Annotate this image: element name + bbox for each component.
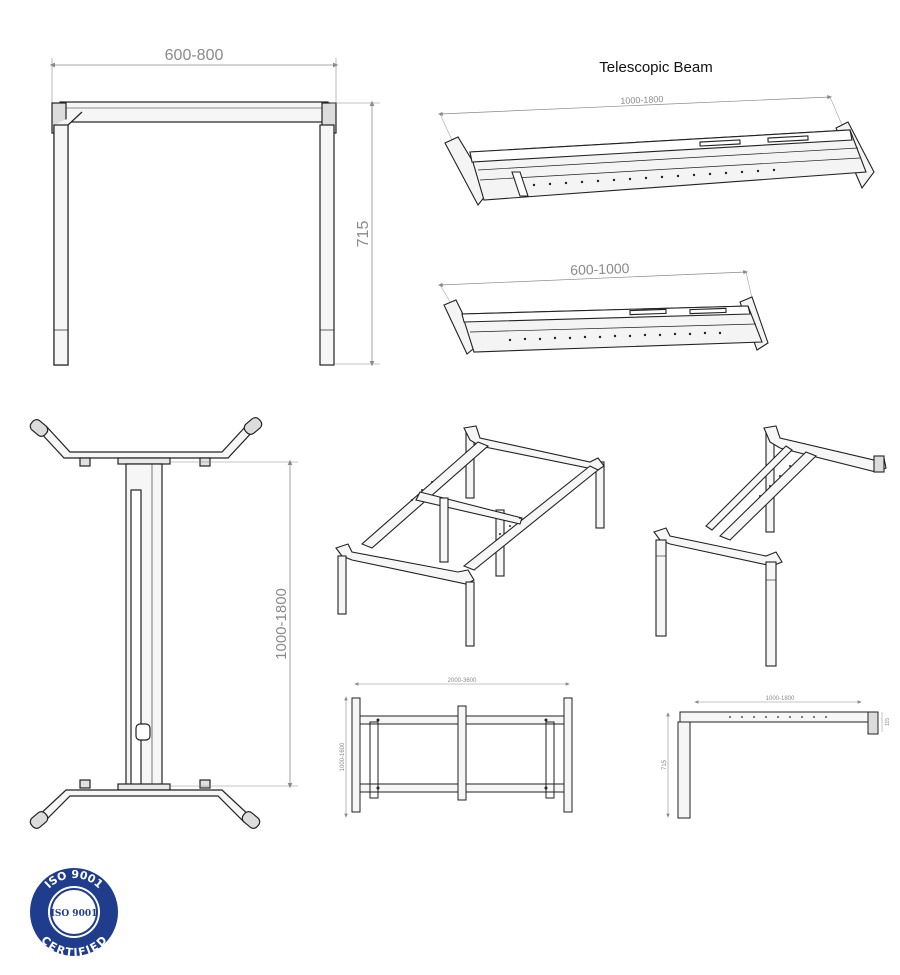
front-height-label: 715 xyxy=(355,221,372,248)
iso-certification-seal: ISO 9001 CERTIFIED ISO 9001 xyxy=(30,868,118,959)
side-bottom-foot xyxy=(34,789,254,823)
top-width-label: 2000-3600 xyxy=(448,678,477,684)
long-beam-label: 1000-1800 xyxy=(620,94,663,106)
long-telescopic-beam: 1000-1800 xyxy=(437,94,875,206)
front-height-dimension: 715 xyxy=(330,100,380,367)
double-frame-isometric xyxy=(335,425,605,647)
front-width-label: 600-800 xyxy=(165,47,224,64)
small-tab-label: 115 xyxy=(885,718,891,726)
front-view: 600-800 715 xyxy=(49,47,380,367)
small-tab-dimension: 115 xyxy=(881,712,891,732)
top-width-dimension: 2000-3600 xyxy=(354,678,570,686)
side-top-foot xyxy=(37,425,255,459)
front-top-beam xyxy=(59,101,329,123)
side-view: 1000-1800 xyxy=(29,417,298,829)
side-height-dimension: 1000-1800 xyxy=(170,459,298,789)
front-width-dimension: 600-800 xyxy=(49,47,339,105)
front-right-leg xyxy=(319,124,335,366)
short-telescopic-beam: 600-1000 xyxy=(437,260,769,355)
seal-inner-text: ISO 9001 xyxy=(51,909,98,919)
telescopic-beam-title: Telescopic Beam xyxy=(599,59,712,76)
small-side-view: 1000-1800 715 115 xyxy=(662,696,891,819)
small-height-dimension: 715 xyxy=(662,712,670,818)
top-depth-label: 1000-1600 xyxy=(340,742,346,771)
small-beam-dimension: 1000-1800 xyxy=(694,696,862,704)
short-beam-label: 600-1000 xyxy=(570,260,630,278)
top-depth-dimension: 1000-1600 xyxy=(340,696,348,818)
single-frame-isometric xyxy=(653,425,887,667)
small-beam-label: 1000-1800 xyxy=(766,696,795,702)
side-height-label: 1000-1800 xyxy=(273,588,290,660)
small-height-label: 715 xyxy=(662,759,668,770)
top-view: 2000-3600 1000-1600 xyxy=(340,678,573,818)
